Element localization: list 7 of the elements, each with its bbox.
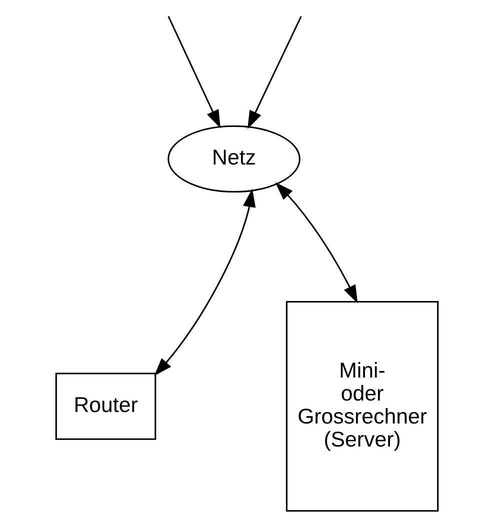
arrow [275, 182, 358, 303]
node-box: Router [55, 372, 156, 440]
node-box: Mini- oder Grossrechner (Server) [286, 300, 439, 512]
arrow [168, 16, 220, 128]
arrow [154, 188, 256, 376]
arrow [248, 15, 302, 129]
node-ellipse: Netz [168, 124, 300, 192]
